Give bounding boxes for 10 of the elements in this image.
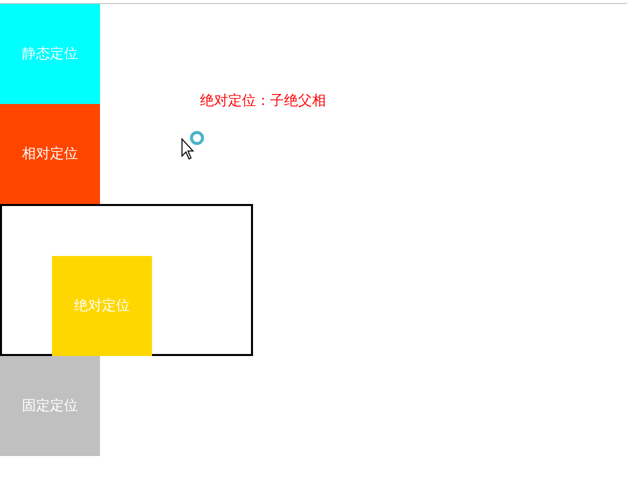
box-label: 静态定位 [22, 45, 78, 63]
static-box [0, 4, 100, 104]
box-label: 相对定位 [22, 145, 78, 163]
note-text: 绝对定位：子绝父相 [200, 92, 326, 110]
container-box [0, 204, 253, 356]
fixed-box [0, 356, 100, 456]
box-label: 绝对定位 [74, 297, 130, 315]
absolute-box [52, 256, 152, 356]
box-label: 固定定位 [22, 397, 78, 415]
relative-box [0, 104, 100, 204]
